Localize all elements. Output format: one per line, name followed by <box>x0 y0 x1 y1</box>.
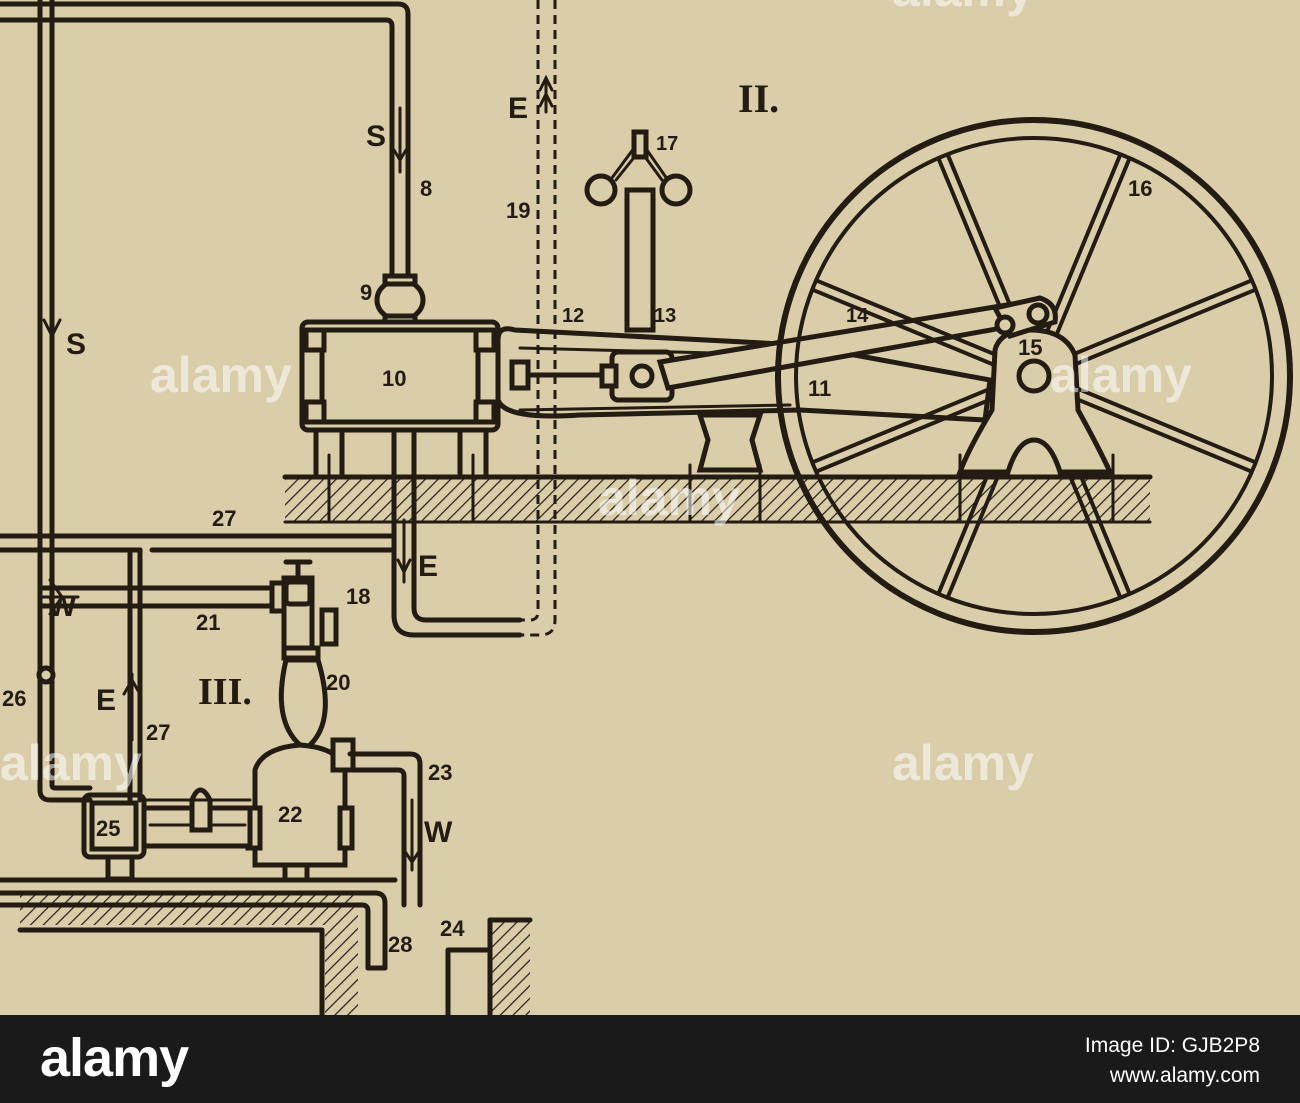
label-27-side: 27 <box>146 720 170 745</box>
image-id: Image ID: GJB2P8 <box>1084 1034 1260 1057</box>
label-13: 13 <box>654 305 676 327</box>
label-23: 23 <box>428 760 452 785</box>
steam-engine-diagram: S 8 9 10 11 12 13 14 15 16 17 18 19 20 2… <box>0 0 1293 1015</box>
drain-pipe-28 <box>0 890 388 971</box>
flywheel-spoke <box>1067 393 1253 473</box>
watermark-text: alamy <box>1050 347 1192 403</box>
flywheel-spoke <box>1070 384 1256 464</box>
label-15: 15 <box>1018 335 1042 360</box>
label-28: 28 <box>388 932 412 957</box>
label-9: 9 <box>360 280 372 305</box>
exhaust-line-19 <box>420 0 557 637</box>
injection-valve <box>281 559 339 653</box>
engine-foundation <box>282 474 1153 524</box>
governor-17 <box>584 129 693 333</box>
label-flow-e-top: E <box>508 92 528 125</box>
label-26: 26 <box>2 686 26 711</box>
label-16: 16 <box>1128 176 1152 201</box>
label-10: 10 <box>382 366 406 391</box>
watermark-text: alamy <box>892 735 1034 791</box>
steam-pipe-8 <box>0 1 411 285</box>
footer-meta: Image ID: GJB2P8 www.alamy.com <box>1085 1031 1260 1091</box>
label-flow-s-left: S <box>66 328 86 361</box>
label-12: 12 <box>562 305 584 327</box>
flywheel-spoke <box>815 393 1001 473</box>
flywheel-spoke <box>1042 154 1122 340</box>
label-20: 20 <box>326 670 350 695</box>
label-flow-s-top: S <box>366 120 386 153</box>
label-19: 19 <box>506 198 530 223</box>
watermark-text: alamy <box>892 0 1034 17</box>
flywheel-spoke <box>1070 288 1256 368</box>
label-18: 18 <box>346 584 370 609</box>
flywheel-spoke <box>812 288 998 368</box>
flywheel-spoke <box>1067 279 1253 359</box>
piston-rod-12 <box>509 359 618 391</box>
footer-logo: alamy <box>40 1028 189 1088</box>
water-inlet-pipe-21 <box>39 578 289 616</box>
watermark-text: alamy <box>598 470 740 526</box>
label-flow-e-down: E <box>418 550 438 583</box>
flywheel-spoke <box>1051 157 1131 343</box>
label-14: 14 <box>846 305 869 327</box>
watermark-text: alamy <box>0 735 142 791</box>
label-11: 11 <box>808 376 831 401</box>
label-flow-e-up: E <box>96 684 116 717</box>
label-flow-w-down: W <box>424 816 453 849</box>
engine-cylinder-10 <box>299 319 501 522</box>
section-label-ii: II. <box>738 76 779 121</box>
crank-bearing-15 <box>956 295 1115 522</box>
flywheel-spoke <box>812 384 998 464</box>
exhaust-pipe-18 <box>391 427 523 638</box>
steam-valve-9 <box>374 273 426 327</box>
label-21: 21 <box>196 610 220 635</box>
label-24: 24 <box>440 916 465 941</box>
crosshead-13 <box>599 349 675 403</box>
floor-ground <box>0 877 533 1015</box>
watermark-text: alamy <box>150 347 292 403</box>
label-17: 17 <box>656 133 678 155</box>
steam-pipe-26 <box>36 0 93 803</box>
footer-bar: alamy Image ID: GJB2P8 www.alamy.com <box>0 1015 1300 1103</box>
diagram-labels: S 8 9 10 11 12 13 14 15 16 17 18 19 20 2… <box>2 76 1152 957</box>
site-url: www.alamy.com <box>1109 1064 1260 1087</box>
label-flow-w-left: W <box>48 590 77 623</box>
section-label-iii: III. <box>198 671 252 713</box>
steam-pump-25 <box>81 787 253 882</box>
watermarks: alamy alamy alamy alamy alamy alamy <box>0 0 1192 791</box>
label-27-top: 27 <box>212 506 236 531</box>
label-25: 25 <box>96 816 120 841</box>
label-22: 22 <box>278 802 302 827</box>
flywheel-spoke <box>815 279 1001 359</box>
label-8: 8 <box>420 176 432 201</box>
exhaust-pipe-27 <box>0 533 397 803</box>
